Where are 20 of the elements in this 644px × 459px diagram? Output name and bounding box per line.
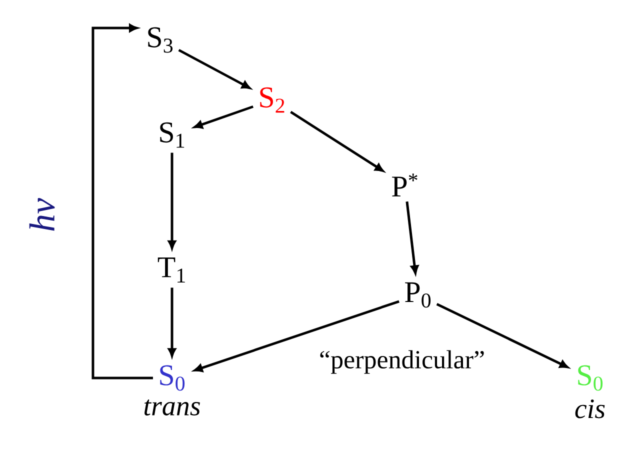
- state-label: S$_{1}$: [160, 122, 184, 148]
- arrow: [436, 302, 568, 368]
- state-label: P$^{*}$: [392, 174, 418, 196]
- arrow: [194, 300, 400, 372]
- state-label: T$_{1}$: [158, 258, 185, 282]
- arrow: [194, 105, 254, 129]
- arrow: [290, 110, 384, 172]
- state-label: S$_{2}$: [260, 87, 284, 113]
- arrow: [168, 288, 176, 357]
- note-label: “perpendicular”: [320, 350, 484, 374]
- state-label: S$_{3}$: [148, 27, 173, 53]
- arrow: [168, 152, 176, 250]
- isomer-label: cis: [575, 399, 605, 418]
- state-label: P$_{0}$: [405, 282, 431, 308]
- state-label: S$_{0}$: [578, 365, 603, 391]
- arrow: [178, 48, 250, 90]
- arrow: [92, 24, 153, 380]
- isomer-label: trans: [144, 399, 200, 416]
- edge-label: hν: [27, 196, 57, 234]
- state-label: S$_{0}$: [160, 365, 185, 391]
